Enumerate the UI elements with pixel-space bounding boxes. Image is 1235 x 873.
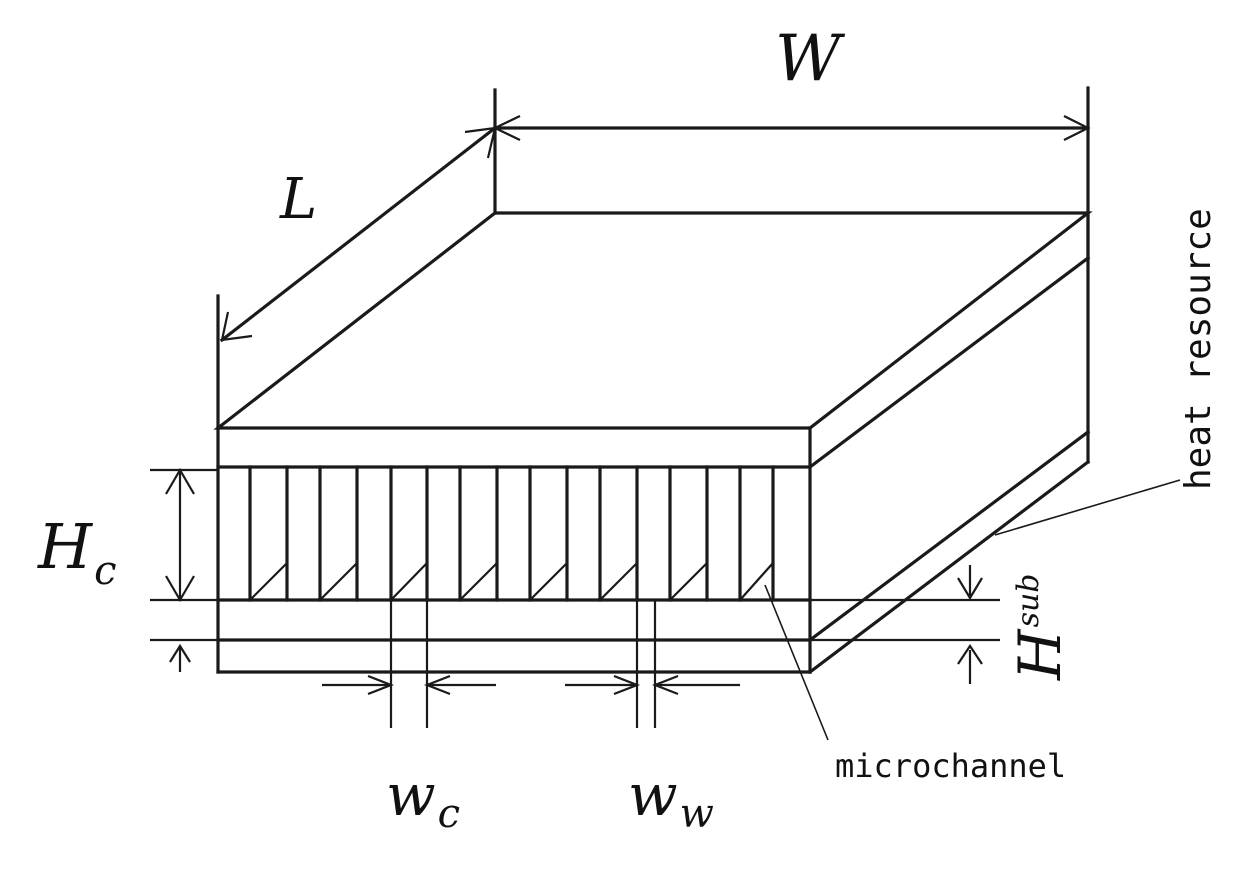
substrate (216, 429, 1091, 675)
dimension-substrate-height: Hsub (770, 565, 1074, 684)
side-slab-top-edge (807, 429, 1091, 643)
channel-width-label: wc (386, 761, 460, 837)
channel-6 (598, 465, 639, 602)
wall-width-label: ww (628, 761, 714, 837)
dimension-substrate-left (150, 638, 218, 672)
microchannel-annotation: microchannel (764, 584, 1066, 785)
microchannel-label: microchannel (835, 747, 1066, 785)
channel-1 (248, 465, 289, 602)
width-label: W (775, 22, 846, 96)
channel-4 (458, 465, 499, 602)
channel-7 (668, 465, 709, 602)
dimension-channel-width: wc (322, 600, 496, 837)
heat-source-leader (994, 479, 1181, 536)
dimension-length: L (216, 125, 498, 430)
heat-source-label: heat resource (1178, 208, 1219, 490)
dimension-channel-height: Hc (37, 467, 218, 603)
side-slab-bottom-edge (807, 459, 1091, 675)
cover-right-bottom-edge (807, 255, 1091, 470)
channel-height-label: Hc (37, 510, 116, 594)
dimension-width: W (492, 22, 1091, 434)
top-face (213, 211, 1093, 430)
channel-2 (318, 465, 359, 602)
fin-array (216, 465, 812, 674)
channel-8 (738, 465, 775, 602)
heat-source-annotation: heat resource (994, 208, 1219, 536)
microchannel-leader (764, 584, 829, 741)
channel-5 (528, 465, 569, 602)
length-label: L (279, 167, 317, 232)
channel-3 (389, 465, 429, 602)
dimension-wall-width: ww (565, 600, 740, 837)
cover-front-face (216, 426, 812, 469)
top-cover-plate (213, 211, 1093, 470)
substrate-height-label: Hsub (1006, 573, 1074, 681)
